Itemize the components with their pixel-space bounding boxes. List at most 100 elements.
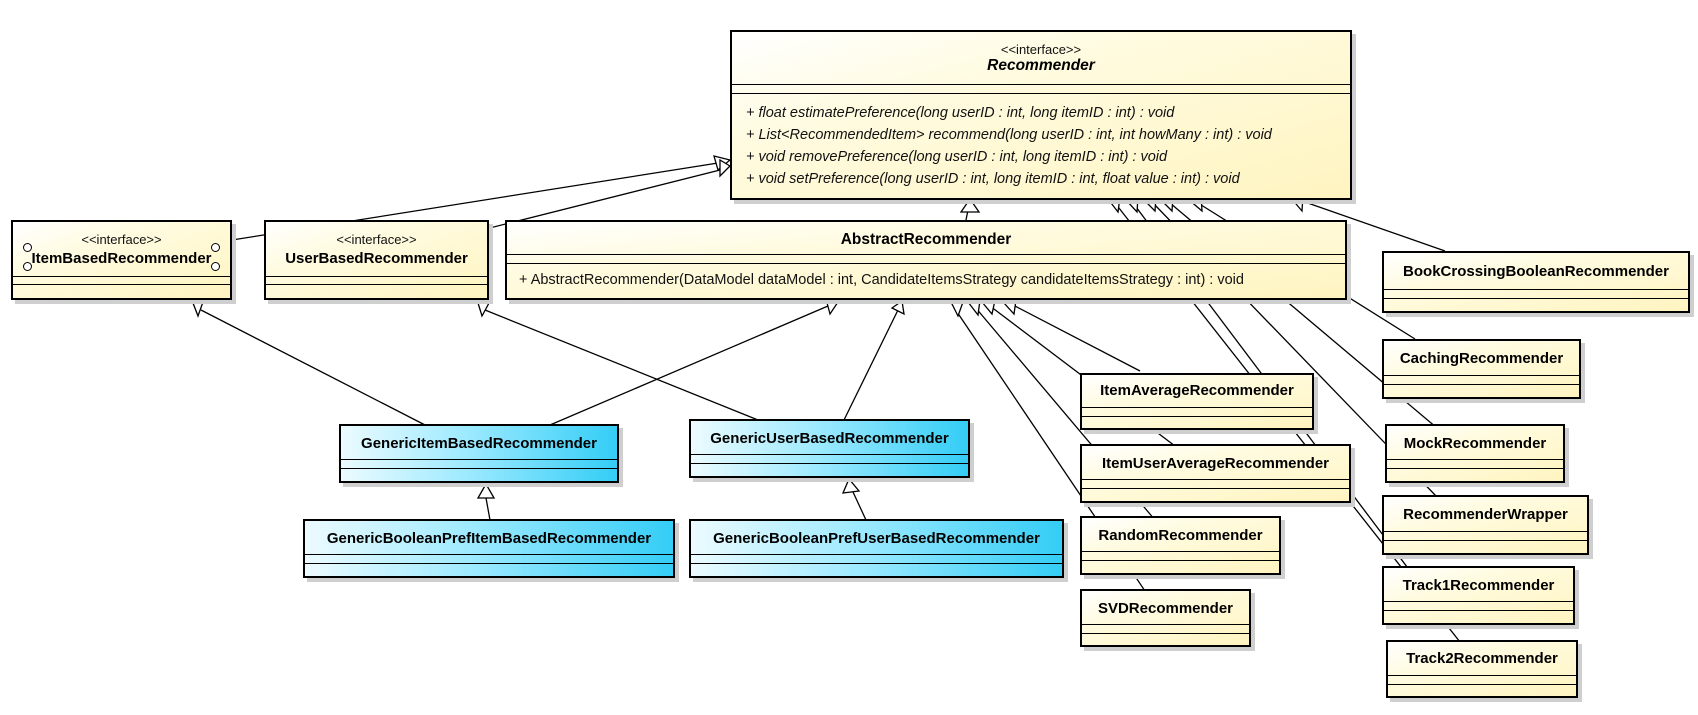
operation-recommend: + List<RecommendedItem> recommend(long u…: [746, 127, 1272, 143]
class-abstract-recommender[interactable]: AbstractRecommender + AbstractRecommende…: [505, 220, 1347, 300]
track2-attributes-compartment: [1388, 675, 1576, 684]
mock-attributes-compartment: [1387, 459, 1563, 468]
edge-genericuser-to-abstract: [843, 309, 899, 421]
class-track2-recommender[interactable]: Track2Recommender: [1386, 640, 1578, 698]
class-generic-item-based-recommender[interactable]: GenericItemBasedRecommender: [339, 424, 619, 483]
abstract-attributes-compartment: [507, 254, 1345, 264]
abstract-operations-compartment: + AbstractRecommender(DataModel dataMode…: [507, 264, 1345, 291]
edge-genericitem-to-itembased: [200, 309, 426, 426]
arrowhead-itembased: [192, 301, 204, 318]
generic-item-attributes-compartment: [341, 459, 617, 468]
class-user-based-recommender[interactable]: <<interface>> UserBasedRecommender: [264, 220, 489, 300]
item-user-average-name-compartment: ItemUserAverageRecommender: [1082, 446, 1349, 479]
arrowhead-genericuser: [841, 477, 861, 494]
generic-user-name: GenericUserBasedRecommender: [710, 430, 949, 447]
item-based-stereotype: <<interface>>: [81, 232, 162, 247]
arrowhead-abstract-3: [966, 299, 981, 317]
wrapper-operations-compartment: [1384, 540, 1587, 541]
arrowhead-abstract-4: [949, 301, 964, 318]
generic-user-attributes-compartment: [691, 454, 968, 463]
item-based-attributes-compartment: [13, 276, 230, 284]
class-recommender[interactable]: <<interface>> Recommender + float estima…: [730, 30, 1352, 200]
item-user-average-name: ItemUserAverageRecommender: [1101, 455, 1330, 472]
caching-operations-compartment: [1384, 384, 1579, 385]
operation-remove-preference: + void removePreference(long userID : in…: [746, 149, 1168, 165]
book-crossing-operations-compartment: [1384, 298, 1688, 299]
user-based-operations-compartment: [266, 284, 487, 285]
bool-user-operations-compartment: [691, 563, 1062, 564]
arrowhead-userbased: [477, 302, 491, 318]
track2-operations-compartment: [1388, 684, 1576, 685]
generic-item-name: GenericItemBasedRecommender: [361, 435, 597, 452]
user-based-attributes-compartment: [266, 276, 487, 284]
operation-abstract-constructor: + AbstractRecommender(DataModel dataMode…: [519, 272, 1244, 288]
abstract-name-compartment: AbstractRecommender: [507, 222, 1345, 254]
caching-name-compartment: CachingRecommender: [1384, 341, 1579, 375]
arrowhead-abstract-5: [825, 298, 840, 316]
arrowhead-recommender-3: [959, 197, 981, 213]
recommender-name-compartment: <<interface>> Recommender: [732, 32, 1350, 84]
mock-name-compartment: MockRecommender: [1387, 426, 1563, 459]
arrowhead-recommender-2: [719, 158, 732, 178]
class-caching-recommender[interactable]: CachingRecommender: [1382, 339, 1581, 399]
item-user-average-attributes-compartment: [1082, 479, 1349, 488]
track1-name: Track1Recommender: [1402, 577, 1555, 594]
item-average-attributes-compartment: [1082, 407, 1312, 416]
track1-attributes-compartment: [1384, 601, 1573, 610]
random-name: RandomRecommender: [1098, 527, 1263, 544]
generic-item-operations-compartment: [341, 468, 617, 469]
item-average-name-compartment: ItemAverageRecommender: [1082, 375, 1312, 407]
user-based-stereotype: <<interface>>: [336, 232, 417, 247]
random-operations-compartment: [1082, 560, 1279, 561]
class-track1-recommender[interactable]: Track1Recommender: [1382, 566, 1575, 625]
class-recommender-wrapper[interactable]: RecommenderWrapper: [1382, 495, 1589, 555]
track1-name-compartment: Track1Recommender: [1384, 568, 1573, 601]
class-item-average-recommender[interactable]: ItemAverageRecommender: [1080, 373, 1314, 430]
caching-name: CachingRecommender: [1399, 350, 1564, 367]
svd-name-compartment: SVDRecommender: [1082, 591, 1249, 624]
class-book-crossing-boolean-recommender[interactable]: BookCrossingBooleanRecommender: [1382, 251, 1690, 313]
edge-booluser-to-genericuser: [852, 491, 867, 521]
user-based-name-compartment: <<interface>> UserBasedRecommender: [266, 222, 487, 276]
class-generic-boolean-pref-user-based-recommender[interactable]: GenericBooleanPrefUserBasedRecommender: [689, 519, 1064, 578]
book-crossing-name-compartment: BookCrossingBooleanRecommender: [1384, 253, 1688, 289]
operation-estimate-preference: + float estimatePreference(long userID :…: [746, 105, 1175, 121]
svd-name: SVDRecommender: [1097, 600, 1234, 617]
bool-item-name-compartment: GenericBooleanPrefItemBasedRecommender: [305, 521, 673, 554]
bool-item-name: GenericBooleanPrefItemBasedRecommender: [326, 530, 652, 547]
class-svd-recommender[interactable]: SVDRecommender: [1080, 589, 1251, 647]
random-name-compartment: RandomRecommender: [1082, 518, 1279, 551]
item-average-name: ItemAverageRecommender: [1100, 382, 1294, 399]
class-item-user-average-recommender[interactable]: ItemUserAverageRecommender: [1080, 444, 1351, 503]
class-mock-recommender[interactable]: MockRecommender: [1385, 424, 1565, 483]
item-based-name: ItemBasedRecommender: [31, 250, 212, 267]
recommender-name: Recommender: [987, 57, 1095, 74]
edge-genericitem-to-abstract: [549, 305, 829, 426]
bool-user-attributes-compartment: [691, 554, 1062, 563]
bool-user-name: GenericBooleanPrefUserBasedRecommender: [713, 530, 1040, 547]
generic-user-operations-compartment: [691, 463, 968, 464]
generic-item-name-compartment: GenericItemBasedRecommender: [341, 426, 617, 459]
book-crossing-name: BookCrossingBooleanRecommender: [1403, 263, 1669, 280]
arrowhead-abstract-2: [980, 299, 996, 316]
edge-bookcrossing-to-recommender: [1301, 200, 1446, 252]
abstract-name: AbstractRecommender: [840, 231, 1012, 248]
edge-genericuser-to-userbased: [484, 309, 759, 421]
class-generic-user-based-recommender[interactable]: GenericUserBasedRecommender: [689, 419, 970, 478]
svd-operations-compartment: [1082, 633, 1249, 634]
recommender-attributes-compartment: [732, 84, 1350, 94]
item-based-name-compartment: <<interface>> ItemBasedRecommender: [13, 222, 230, 276]
track2-name: Track2Recommender: [1406, 650, 1558, 667]
bool-item-operations-compartment: [305, 563, 673, 564]
mock-operations-compartment: [1387, 468, 1563, 469]
class-random-recommender[interactable]: RandomRecommender: [1080, 516, 1281, 575]
svd-attributes-compartment: [1082, 624, 1249, 633]
class-item-based-recommender[interactable]: <<interface>> ItemBasedRecommender: [11, 220, 232, 300]
wrapper-name: RecommenderWrapper: [1403, 506, 1568, 523]
wrapper-attributes-compartment: [1384, 531, 1587, 540]
port-circle-icon: [211, 262, 220, 271]
class-generic-boolean-pref-item-based-recommender[interactable]: GenericBooleanPrefItemBasedRecommender: [303, 519, 675, 578]
edge-boolitem-to-genericitem: [485, 497, 491, 521]
edge-userbased-to-recommender: [449, 169, 721, 239]
item-average-operations-compartment: [1082, 416, 1312, 417]
